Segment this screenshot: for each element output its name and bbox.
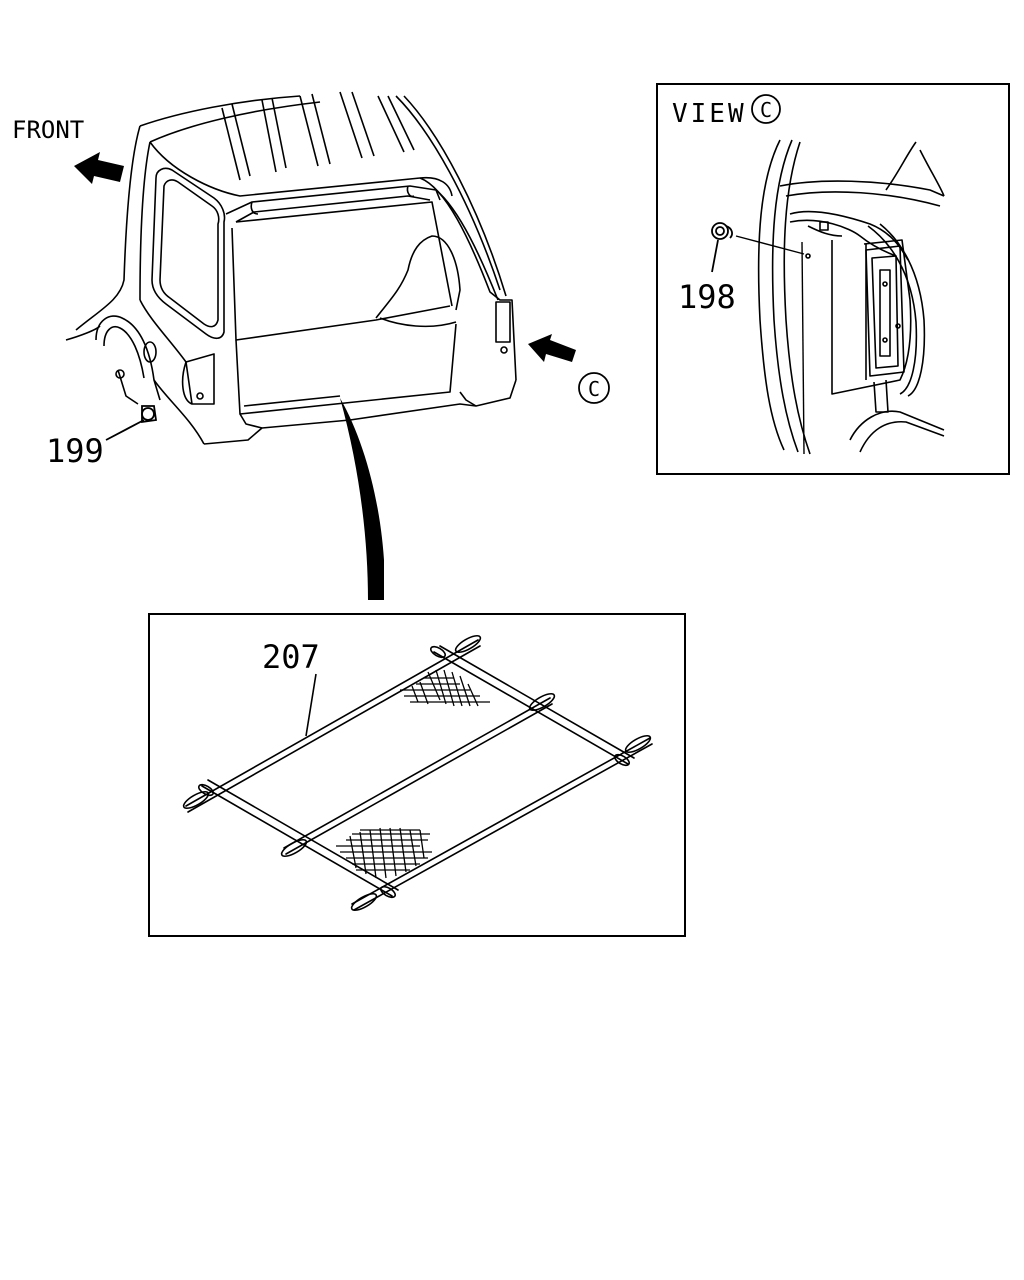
front-label: FRONT (12, 116, 84, 144)
part-number-199: 199 (46, 432, 104, 470)
view-c-detail-box: VIEW C (656, 83, 1010, 475)
bolt-199-icon (105, 405, 158, 441)
clip-198-icon (711, 222, 805, 273)
view-c-interior (757, 139, 945, 455)
cargo-net-icon (182, 634, 653, 912)
view-c-marker: C (578, 372, 610, 404)
net-mesh-upper (400, 669, 490, 707)
view-c-marker-letter: C (588, 377, 600, 401)
view-c-arrow-icon (528, 334, 576, 362)
part-207-leader (305, 673, 317, 737)
curved-pointer-icon (340, 398, 384, 600)
part-number-198: 198 (678, 278, 736, 316)
net-mesh-lower (336, 827, 432, 879)
cargo-net-detail-box: 207 (148, 613, 686, 937)
view-c-title-letter: C (760, 98, 772, 122)
vehicle-rear-body (65, 91, 517, 445)
front-arrow-icon (74, 152, 124, 184)
part-number-207: 207 (262, 638, 320, 676)
view-c-title: VIEW (672, 99, 747, 129)
